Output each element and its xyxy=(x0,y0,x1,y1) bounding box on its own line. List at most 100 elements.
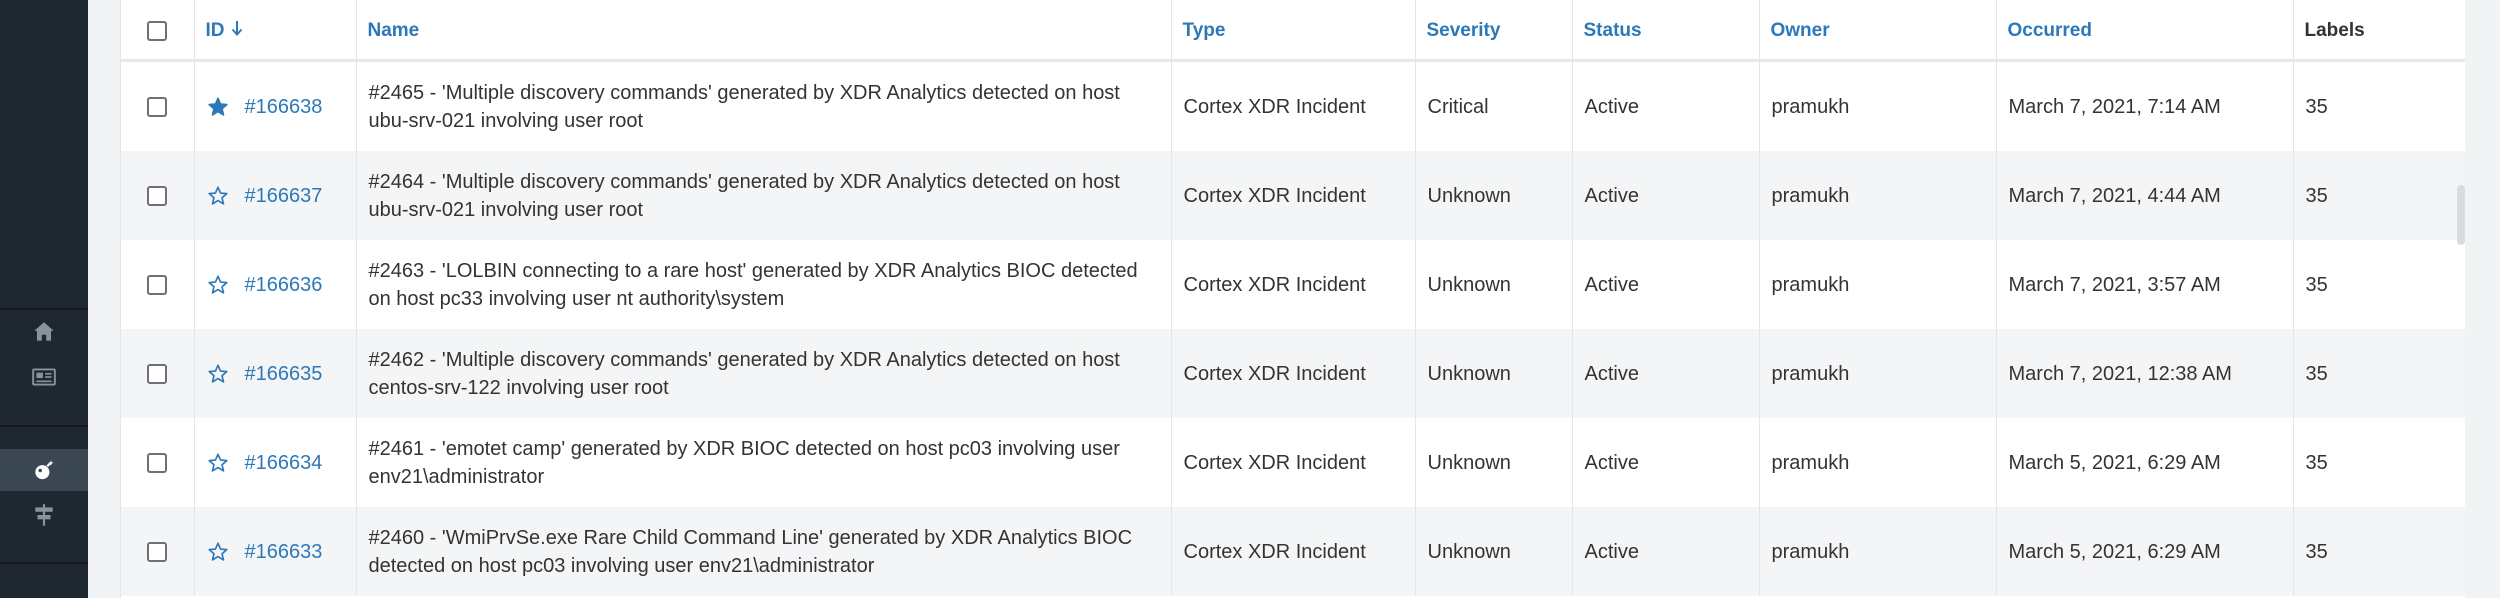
incident-owner: pramukh xyxy=(1759,507,1997,596)
row-select-cell xyxy=(121,507,195,596)
column-header-status[interactable]: Status xyxy=(1572,0,1760,62)
column-header-type[interactable]: Type xyxy=(1171,0,1416,62)
incident-occurred: March 7, 2021, 7:14 AM xyxy=(1996,62,2294,151)
star-icon[interactable] xyxy=(207,452,229,474)
incident-id-link[interactable]: #166637 xyxy=(244,184,323,207)
incident-labels: 35 xyxy=(2305,362,2328,385)
incident-occurred: March 7, 2021, 4:44 AM xyxy=(1996,151,2294,240)
table-row[interactable]: #166636 #2463 - 'LOLBIN connecting to a … xyxy=(121,240,2465,329)
sidebar-item-news[interactable] xyxy=(0,356,88,398)
table-header: ID Name Type Severity Status Owner Occur… xyxy=(121,0,2465,62)
incident-status: Active xyxy=(1572,329,1760,418)
incident-status: Active xyxy=(1572,418,1760,507)
select-all-cell xyxy=(121,0,195,62)
incident-labels: 35 xyxy=(2305,273,2328,296)
incident-owner: pramukh xyxy=(1759,418,1997,507)
sidebar-item-playbooks[interactable] xyxy=(0,494,88,536)
row-select-cell xyxy=(121,151,195,240)
table-row[interactable]: #166633 #2460 - 'WmiPrvSe.exe Rare Child… xyxy=(121,507,2465,596)
incident-status: Active xyxy=(1572,151,1760,240)
incident-owner: pramukh xyxy=(1759,151,1997,240)
row-select-cell xyxy=(121,418,195,507)
star-icon[interactable] xyxy=(207,274,229,296)
incident-name[interactable]: #2460 - 'WmiPrvSe.exe Rare Child Command… xyxy=(356,507,1172,596)
id-cell: #166636 xyxy=(194,240,357,329)
column-header-occurred[interactable]: Occurred xyxy=(1996,0,2294,62)
incident-severity: Unknown xyxy=(1415,329,1573,418)
incident-occurred: March 5, 2021, 6:29 AM xyxy=(1996,507,2294,596)
incident-type: Cortex XDR Incident xyxy=(1171,507,1416,596)
incident-type: Cortex XDR Incident xyxy=(1171,62,1416,151)
sidebar-divider xyxy=(0,562,88,564)
id-cell: #166637 xyxy=(194,151,357,240)
row-checkbox[interactable] xyxy=(147,97,168,118)
star-icon[interactable] xyxy=(207,185,229,207)
row-select-cell xyxy=(121,329,195,418)
incident-name[interactable]: #2465 - 'Multiple discovery commands' ge… xyxy=(356,62,1172,151)
incident-id-link[interactable]: #166636 xyxy=(244,273,323,296)
incident-id-link[interactable]: #166633 xyxy=(244,540,323,563)
star-icon[interactable] xyxy=(207,541,229,563)
row-select-cell xyxy=(121,62,195,151)
sort-descending-icon xyxy=(231,20,243,42)
playbooks-icon xyxy=(35,504,53,526)
home-icon xyxy=(34,322,54,341)
row-checkbox[interactable] xyxy=(147,364,168,385)
id-cell: #166634 xyxy=(194,418,357,507)
incident-owner: pramukh xyxy=(1759,329,1997,418)
incident-id-link[interactable]: #166638 xyxy=(244,95,323,118)
column-header-name[interactable]: Name xyxy=(356,0,1172,62)
incidents-icon xyxy=(35,460,54,480)
incident-severity: Unknown xyxy=(1415,240,1573,329)
incident-type: Cortex XDR Incident xyxy=(1171,240,1416,329)
incident-name[interactable]: #2462 - 'Multiple discovery commands' ge… xyxy=(356,329,1172,418)
incident-severity: Unknown xyxy=(1415,418,1573,507)
table-row[interactable]: #166635 #2462 - 'Multiple discovery comm… xyxy=(121,329,2465,418)
column-header-severity[interactable]: Severity xyxy=(1415,0,1573,62)
incident-type: Cortex XDR Incident xyxy=(1171,418,1416,507)
table-row[interactable]: #166634 #2461 - 'emotet camp' generated … xyxy=(121,418,2465,507)
incident-labels: 35 xyxy=(2305,451,2328,474)
incident-occurred: March 7, 2021, 12:38 AM xyxy=(1996,329,2294,418)
incident-name[interactable]: #2461 - 'emotet camp' generated by XDR B… xyxy=(356,418,1172,507)
incident-occurred: March 5, 2021, 6:29 AM xyxy=(1996,418,2294,507)
sidebar-divider xyxy=(0,425,88,427)
id-cell: #166638 xyxy=(194,62,357,151)
incidents-table: ID Name Type Severity Status Owner Occur… xyxy=(121,0,2465,596)
incident-labels: 35 xyxy=(2305,95,2328,118)
star-icon[interactable] xyxy=(207,96,229,118)
sidebar-item-home[interactable] xyxy=(0,311,88,353)
news-icon xyxy=(32,368,56,386)
vertical-scrollbar[interactable] xyxy=(2457,185,2465,245)
incident-name[interactable]: #2464 - 'Multiple discovery commands' ge… xyxy=(356,151,1172,240)
incident-type: Cortex XDR Incident xyxy=(1171,151,1416,240)
sidebar-item-incidents[interactable] xyxy=(0,449,88,491)
incident-id-link[interactable]: #166634 xyxy=(244,451,323,474)
incident-status: Active xyxy=(1572,62,1760,151)
row-checkbox[interactable] xyxy=(147,453,168,474)
incident-id-link[interactable]: #166635 xyxy=(244,362,323,385)
row-checkbox[interactable] xyxy=(147,542,168,563)
row-checkbox[interactable] xyxy=(147,275,168,296)
incident-type: Cortex XDR Incident xyxy=(1171,329,1416,418)
table-row[interactable]: #166637 #2464 - 'Multiple discovery comm… xyxy=(121,151,2465,240)
table-row[interactable]: #166638 #2465 - 'Multiple discovery comm… xyxy=(121,62,2465,151)
incident-status: Active xyxy=(1572,507,1760,596)
column-header-owner[interactable]: Owner xyxy=(1759,0,1997,62)
incident-labels: 35 xyxy=(2305,184,2328,207)
row-checkbox[interactable] xyxy=(147,186,168,207)
incident-occurred: March 7, 2021, 3:57 AM xyxy=(1996,240,2294,329)
incident-name[interactable]: #2463 - 'LOLBIN connecting to a rare hos… xyxy=(356,240,1172,329)
id-cell: #166635 xyxy=(194,329,357,418)
incident-status: Active xyxy=(1572,240,1760,329)
incident-owner: pramukh xyxy=(1759,240,1997,329)
incident-severity: Unknown xyxy=(1415,507,1573,596)
column-header-id[interactable]: ID xyxy=(194,0,357,62)
star-icon[interactable] xyxy=(207,363,229,385)
select-all-checkbox[interactable] xyxy=(147,20,168,41)
incident-severity: Critical xyxy=(1415,62,1573,151)
incident-severity: Unknown xyxy=(1415,151,1573,240)
incident-labels: 35 xyxy=(2305,540,2328,563)
column-header-labels[interactable]: Labels xyxy=(2293,0,2465,62)
id-cell: #166633 xyxy=(194,507,357,596)
